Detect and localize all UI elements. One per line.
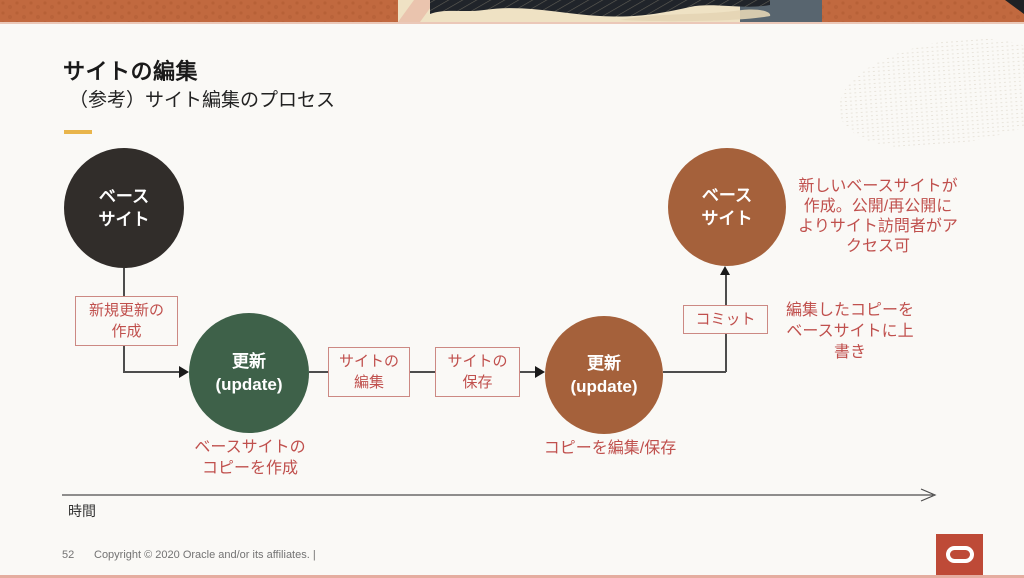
timeline-label: 時間 [68, 503, 96, 519]
page-title: サイトの編集 [63, 59, 199, 84]
label-edit-site: サイトの 編集 [328, 347, 410, 397]
label-save-site: サイトの 保存 [435, 347, 520, 397]
node-label: ベース [701, 186, 753, 205]
header-underline [0, 22, 1024, 24]
node-label: 更新 [587, 354, 621, 373]
connector-right-to-green [123, 371, 181, 373]
note-line: 作成。公開/再公開に [803, 198, 953, 215]
header-art-strip [0, 0, 1024, 22]
accent-dash [64, 130, 92, 134]
node-base-site-result: ベース サイト [668, 148, 786, 266]
bottom-border [0, 575, 1024, 578]
label-line: 作成 [111, 323, 142, 340]
caption-copy-of-base: ベースサイトの コピーを作成 [177, 437, 323, 479]
node-label: 更新 [232, 352, 266, 371]
note-line: 新しいベースサイトが [798, 178, 958, 195]
note-line: よりサイト訪問者がア [798, 218, 958, 235]
arrowhead-into-base [720, 266, 730, 275]
page-number: 52 [62, 549, 75, 561]
label-create-new-update: 新規更新の 作成 [75, 296, 178, 346]
note-line: 書き [833, 344, 866, 361]
label-line: サイトの [338, 353, 399, 370]
note-new-base-site: 新しいベースサイトが 作成。公開/再公開に よりサイト訪問者がア クセス可 [786, 177, 970, 257]
label-line: 新規更新の [88, 302, 164, 319]
node-label: (update) [570, 377, 638, 396]
node-update-green: 更新 (update) [189, 313, 309, 433]
caption-edit-save-copy: コピーを編集/保存 [543, 440, 677, 457]
note-commit-overwrite: 編集したコピーを ベースサイトに上 書き [770, 300, 930, 363]
timeline-axis [62, 488, 937, 502]
node-label: サイト [98, 210, 150, 229]
connector-green-to-brown [309, 371, 537, 373]
copyright-text: Copyright © 2020 Oracle and/or its affil… [94, 549, 316, 561]
node-label: ベース [98, 187, 150, 206]
note-line: ベースサイトに上 [786, 323, 914, 340]
label-line: 編集 [353, 374, 384, 391]
connector-brown-right [663, 371, 726, 373]
caption-line: コピーを作成 [201, 460, 298, 477]
arrowhead-into-green [179, 366, 189, 378]
label-line: サイトの [447, 353, 508, 370]
note-line: 編集したコピーを [785, 302, 914, 319]
label-commit: コミット [683, 305, 768, 334]
note-line: クセス可 [845, 238, 910, 255]
node-base-site-start: ベース サイト [64, 148, 184, 268]
node-label: (update) [215, 375, 283, 394]
caption-line: ベースサイトの [194, 439, 306, 456]
oracle-o-icon [945, 546, 974, 563]
node-update-brown: 更新 (update) [545, 316, 663, 434]
oracle-logo [936, 534, 983, 575]
label-line: 保存 [462, 374, 493, 391]
arrowhead-into-brown [535, 366, 545, 378]
node-label: サイト [701, 209, 753, 228]
page-subtitle: （参考）サイト編集のプロセス [69, 90, 336, 111]
decorative-texture-blob [834, 32, 1024, 153]
